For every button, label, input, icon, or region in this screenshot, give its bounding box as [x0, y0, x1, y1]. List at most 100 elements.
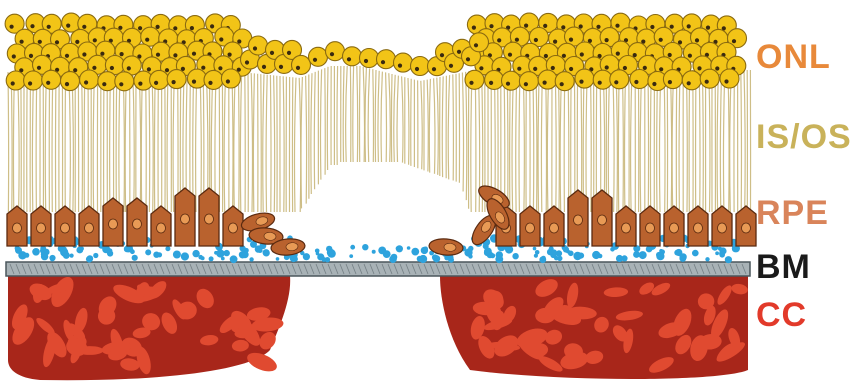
receptor-segment [730, 70, 731, 212]
receptor-segment [448, 75, 449, 179]
druse [616, 255, 623, 262]
druse [21, 252, 27, 258]
druse [734, 246, 739, 251]
receptor-segment [657, 70, 658, 212]
nucleus-spot [670, 25, 674, 29]
receptor-segment [353, 66, 354, 162]
photoreceptor-nucleus [249, 36, 268, 55]
photoreceptor-nucleus [204, 70, 223, 89]
nucleus-spot [524, 24, 528, 28]
druse [419, 255, 427, 263]
nucleus-spot [313, 58, 317, 62]
nucleus-spot [605, 38, 609, 42]
nucleus-spot [732, 39, 736, 43]
receptor-segment [510, 70, 511, 212]
nucleus-spot [30, 24, 34, 28]
druse [70, 254, 74, 258]
bruchs-membrane-layer [6, 262, 750, 276]
receptor-segment [568, 70, 569, 212]
nucleus-spot [66, 24, 70, 28]
nucleus-spot [138, 82, 142, 86]
rpe-nucleus [526, 223, 535, 233]
nucleus-spot [688, 54, 692, 58]
nucleus-spot [120, 52, 124, 56]
nucleus-spot [668, 53, 672, 57]
receptor-segment [270, 75, 271, 212]
receptor-segment [660, 70, 661, 212]
druse [76, 247, 83, 254]
label-is-os: IS/OS [756, 120, 852, 154]
nucleus-spot [598, 81, 602, 85]
photoreceptor-nucleus [80, 70, 99, 89]
nucleus-spot [145, 38, 149, 42]
druse [230, 255, 238, 263]
rpe-nucleus [574, 215, 583, 225]
nucleus-spot [138, 26, 142, 30]
rpe-nucleus [133, 219, 142, 229]
photoreceptor-nucleus [326, 42, 345, 61]
druse [598, 254, 603, 259]
receptor-segment [702, 70, 703, 212]
receptor-segment [306, 76, 307, 204]
receptor-segment [346, 66, 348, 162]
nucleus-spot [479, 66, 483, 70]
druse [533, 247, 537, 251]
druse [633, 251, 640, 258]
nucleus-spot [579, 80, 583, 84]
druse [411, 248, 419, 256]
druse [715, 251, 719, 255]
receptor-segment [434, 78, 435, 174]
druse [484, 249, 491, 256]
receptor-segment [744, 70, 745, 212]
rpe-nucleus [694, 223, 703, 233]
nucleus-spot [173, 53, 177, 57]
photoreceptor-nucleus [465, 70, 484, 89]
rpe-nucleus [13, 223, 22, 233]
nucleus-spot [569, 67, 573, 71]
nucleus-spot [517, 67, 521, 71]
nucleus-spot [12, 54, 16, 58]
nucleus-spot [172, 80, 176, 84]
receptor-segment [232, 72, 233, 212]
receptor-segment [373, 69, 374, 162]
receptor-segment [167, 72, 168, 212]
nucleus-spot [192, 52, 196, 56]
nucleus-spot [643, 66, 647, 70]
nucleus-spot [100, 52, 104, 56]
druse [396, 246, 400, 250]
receptor-segment [190, 72, 191, 212]
druse [423, 247, 428, 252]
nucleus-spot [287, 51, 291, 55]
choriocapillaris-layer [8, 273, 749, 380]
receptor-segment [389, 73, 390, 162]
rpe-nucleus [622, 223, 631, 233]
nucleus-spot [65, 82, 69, 86]
druse [326, 246, 332, 252]
druse [221, 257, 225, 261]
receptor-segment [240, 72, 241, 212]
nucleus-spot [37, 66, 41, 70]
druse [222, 251, 226, 255]
nucleus-spot [596, 25, 600, 29]
druse [157, 252, 162, 257]
nucleus-spot [634, 80, 638, 84]
receptor-segment [723, 70, 724, 212]
receptor-segment [648, 70, 649, 212]
rpe-nucleus [742, 223, 751, 233]
druse [468, 249, 472, 253]
nucleus-spot [190, 26, 194, 30]
receptor-segment [125, 72, 126, 212]
label-onl: ONL [756, 40, 831, 74]
druse [692, 250, 699, 257]
druse [483, 243, 489, 249]
receptor-segment [149, 72, 150, 212]
nucleus-spot [687, 81, 691, 85]
receptor-segment [523, 70, 524, 212]
nucleus-spot [553, 40, 557, 44]
receptor-segment [253, 73, 254, 212]
receptor-segment [363, 67, 364, 162]
nucleus-spot [330, 52, 334, 56]
photoreceptor-nucleus [519, 72, 538, 91]
receptor-segment [196, 72, 197, 212]
nucleus-spot [228, 53, 232, 57]
